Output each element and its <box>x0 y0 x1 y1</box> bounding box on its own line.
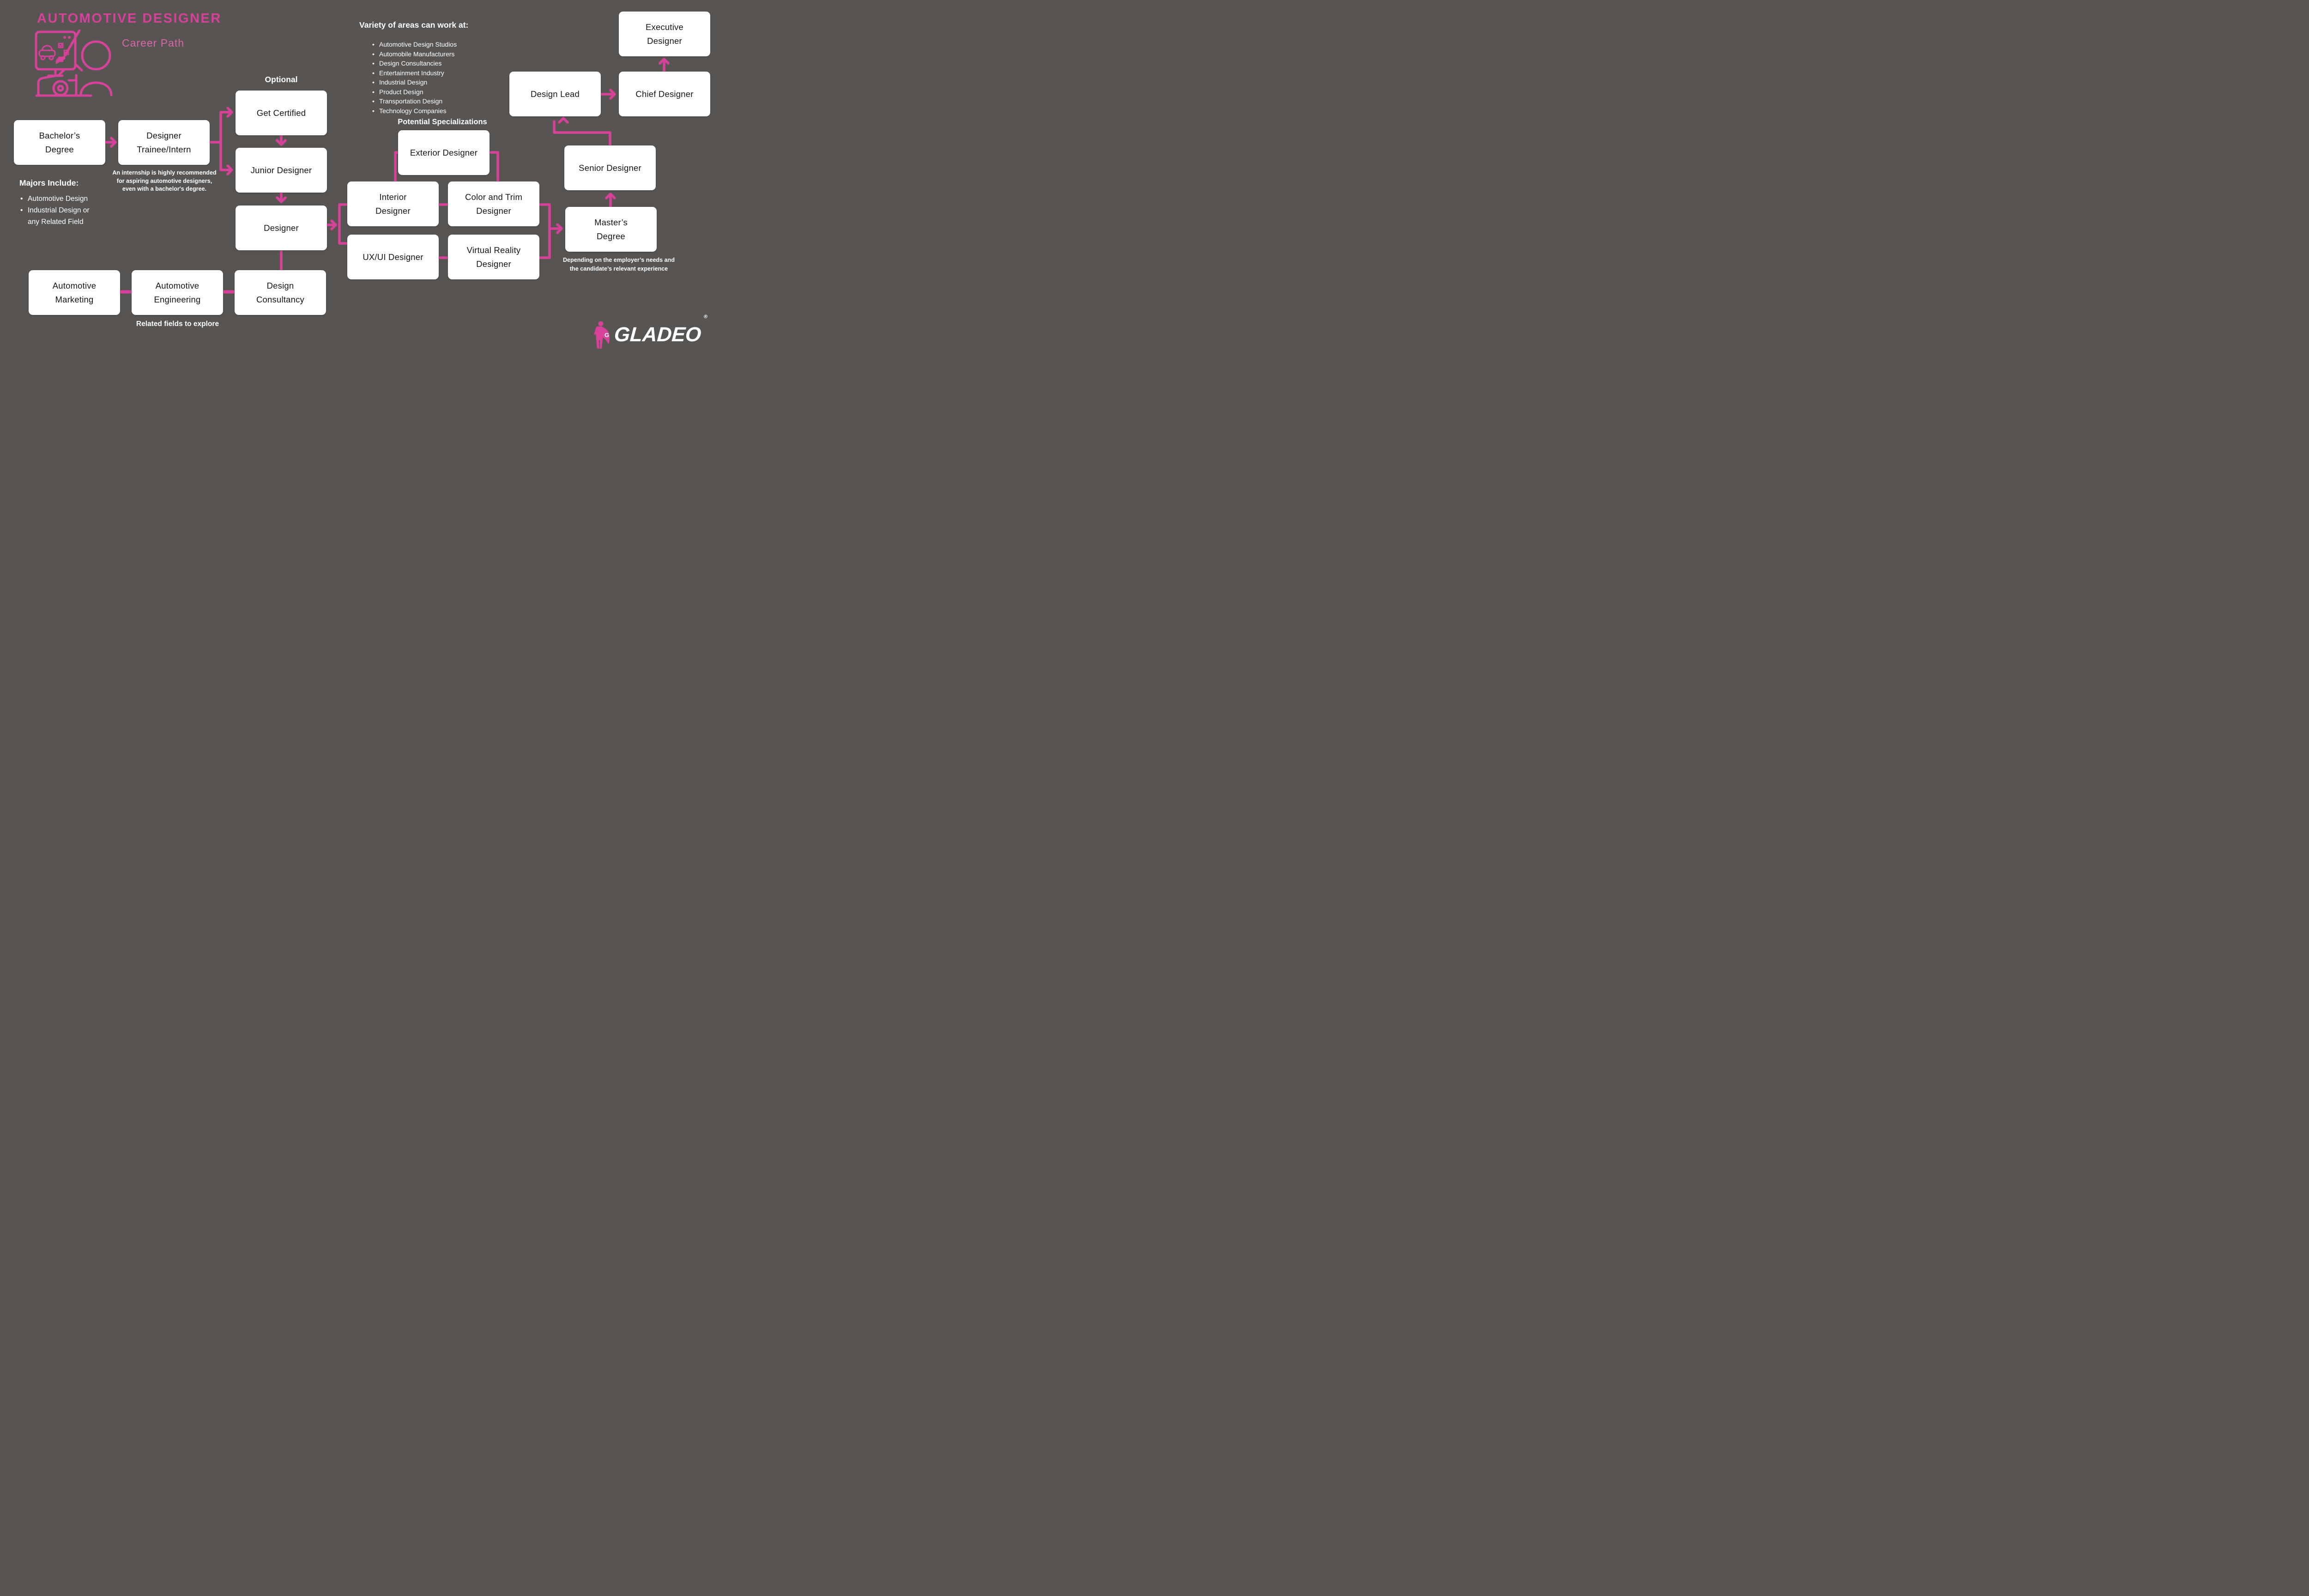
person-shoulders <box>79 81 113 97</box>
work-area-item: Product Design <box>372 87 457 97</box>
optional-label: Optional <box>265 75 298 84</box>
connector-senior-to-lead <box>553 117 611 147</box>
depending-note: Depending on the employer’s needs and th… <box>562 257 675 272</box>
work-area-item: Entertainment Industry <box>372 68 457 78</box>
work-area-item: Automotive Design Studios <box>372 40 457 49</box>
work-area-item: Technology Companies <box>372 106 457 116</box>
car-wheel <box>52 80 69 97</box>
connector-specialization-pairs <box>438 203 449 259</box>
box-executive-designer: Executive Designer <box>619 12 710 56</box>
connector-lead-to-chief <box>599 89 616 100</box>
gladeo-wordmark: GLADEO® <box>613 314 708 346</box>
connector-specializations-to-masters <box>538 203 563 259</box>
svg-text:G: G <box>604 332 609 339</box>
gladeo-mascot-icon: G <box>594 321 610 349</box>
box-bachelors-degree: Bachelor’s Degree <box>14 120 105 165</box>
majors-item: Automotive Design <box>20 193 110 205</box>
work-area-item: Transportation Design <box>372 97 457 106</box>
box-uxui-designer: UX/UI Designer <box>347 235 439 279</box>
connector-exterior-links <box>394 151 499 183</box>
work-area-item: Design Consultancies <box>372 59 457 68</box>
box-get-certified: Get Certified <box>236 91 327 135</box>
car-wheel-hub <box>57 85 64 92</box>
box-design-consultancy: Design Consultancy <box>235 270 326 315</box>
connector-chief-to-executive <box>659 58 670 73</box>
box-senior-designer: Senior Designer <box>564 145 656 190</box>
box-automotive-marketing: Automotive Marketing <box>29 270 120 315</box>
work-areas-heading: Variety of areas can work at: <box>359 20 469 30</box>
automotive-designer-icon <box>35 30 113 97</box>
connector-junior-to-designer <box>276 190 287 203</box>
box-designer: Designer <box>236 206 327 250</box>
connector-masters-to-senior <box>605 193 616 208</box>
paintbrush <box>55 30 81 64</box>
infographic-canvas: Bachelor’s Degree Designer Trainee/Inter… <box>0 0 724 362</box>
screen-car <box>38 49 56 57</box>
box-color-and-trim-designer: Color and Trim Designer <box>448 181 539 226</box>
work-area-item: Industrial Design <box>372 78 457 87</box>
related-fields-label: Related fields to explore <box>136 320 219 328</box>
registered-mark: ® <box>703 314 708 320</box>
box-junior-designer: Junior Designer <box>236 148 327 193</box>
majors-item: Industrial Design or any Related Field <box>20 205 110 228</box>
box-interior-designer: Interior Designer <box>347 181 439 226</box>
potential-specializations-heading: Potential Specializations <box>398 118 487 126</box>
majors-heading: Majors Include: <box>19 178 79 187</box>
page-title: AUTOMOTIVE DESIGNER <box>37 11 222 26</box>
connector-certified-to-junior <box>276 134 287 146</box>
monitor <box>35 30 77 77</box>
internship-note: An internship is highly recommended for … <box>112 169 217 192</box>
connector-bachelors-to-trainee <box>103 137 117 148</box>
gladeo-logo: G GLADEO® <box>593 314 708 349</box>
work-area-item: Automobile Manufacturers <box>372 49 457 59</box>
flowchart-connectors <box>103 58 670 294</box>
box-automotive-engineering: Automotive Engineering <box>132 270 223 315</box>
majors-list: Automotive Design Industrial Design or a… <box>20 193 110 228</box>
box-design-lead: Design Lead <box>509 72 601 116</box>
connector-trainee-split <box>208 107 233 175</box>
connector-designer-to-specializations <box>326 203 349 245</box>
box-masters-degree: Master’s Degree <box>565 207 657 252</box>
work-areas-list: Automotive Design Studios Automobile Man… <box>372 40 457 115</box>
box-virtual-reality-designer: Virtual Reality Designer <box>448 235 539 279</box>
monitor-stand <box>47 68 64 77</box>
box-exterior-designer: Exterior Designer <box>398 130 490 175</box>
box-designer-trainee-intern: Designer Trainee/Intern <box>118 120 210 165</box>
person-head <box>81 40 111 71</box>
box-chief-designer: Chief Designer <box>619 72 710 116</box>
page-subtitle: Career Path <box>122 37 185 49</box>
